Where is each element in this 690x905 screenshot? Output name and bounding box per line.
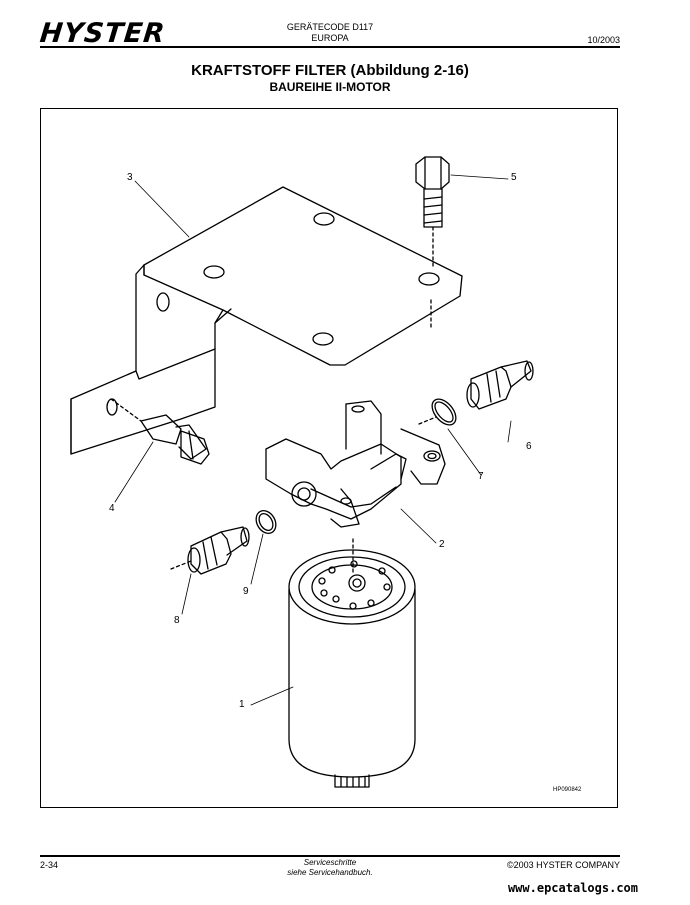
footer-rule — [40, 855, 620, 857]
o-ring-9-inner — [258, 512, 274, 532]
filter-head-part — [265, 400, 446, 528]
callout-9: 9 — [243, 586, 249, 597]
service-note-line2: siehe Servicehandbuch. — [287, 868, 373, 877]
watermark-link[interactable]: www.epcatalogs.com — [507, 881, 638, 895]
page-subtitle: BAUREIHE II-MOTOR — [269, 80, 391, 94]
o-ring-7-part — [431, 398, 457, 426]
header-rule — [40, 46, 620, 48]
fitting-6-part — [466, 360, 534, 410]
exploded-view-figure: 1 2 3 4 5 6 7 8 9 HP090842 — [40, 108, 618, 808]
callout-4: 4 — [109, 503, 115, 514]
bolt-5-part — [415, 156, 450, 270]
callout-1: 1 — [239, 699, 245, 710]
hyster-logo: HYSTER — [38, 18, 167, 49]
callout-3: 3 — [127, 172, 133, 183]
device-code-line1: GERÄTECODE D117 — [286, 22, 374, 32]
copyright: ©2003 HYSTER COMPANY — [507, 860, 620, 870]
callout-8: 8 — [174, 615, 180, 626]
service-note: Serviceschritte siehe Servicehandbuch. — [250, 858, 410, 878]
header-date: 10/2003 — [587, 35, 620, 45]
o-ring-7-inner — [434, 401, 454, 423]
o-ring-9-part — [255, 510, 277, 534]
device-code-line2: EUROPA — [311, 33, 349, 43]
filter-cartridge-part — [288, 538, 416, 788]
callout-2: 2 — [439, 539, 445, 550]
fitting-8-part — [170, 526, 250, 575]
figure-code: HP090842 — [553, 787, 582, 793]
device-code: GERÄTECODE D117 EUROPA — [250, 22, 410, 44]
bracket-part — [70, 186, 463, 455]
leader-lines — [114, 174, 512, 706]
page-number: 2-34 — [40, 860, 59, 870]
bolt-4-part — [110, 398, 210, 465]
callout-7: 7 — [478, 471, 484, 482]
page-title: KRAFTSTOFF FILTER (Abbildung 2-16) — [191, 62, 469, 79]
service-note-line1: Serviceschritte — [303, 858, 357, 867]
fuel-filter-illustration — [70, 156, 534, 788]
callout-6: 6 — [526, 441, 532, 452]
callout-5: 5 — [511, 172, 517, 183]
